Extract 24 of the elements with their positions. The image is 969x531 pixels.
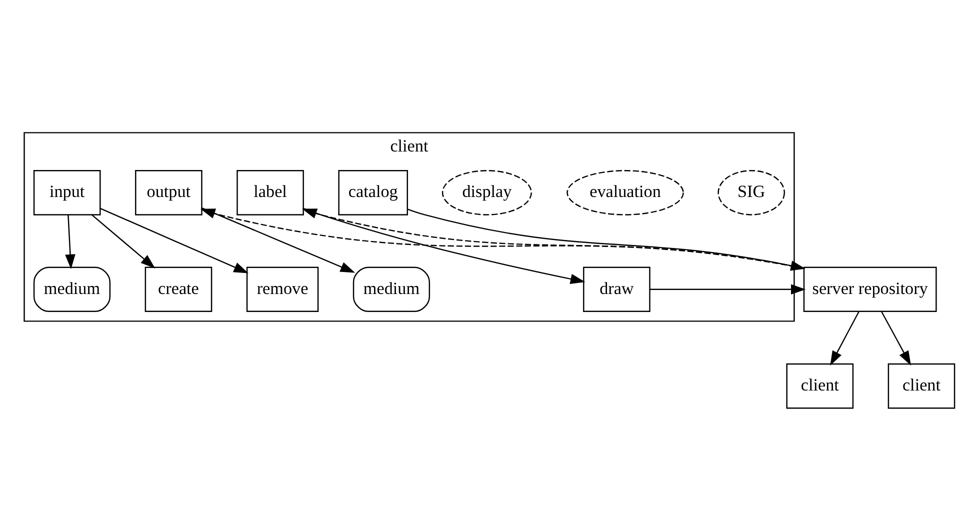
arrow [650,284,806,295]
node-ellipse: SIG [718,170,785,216]
node-box: client [786,363,854,409]
node-box: server repository [803,266,937,312]
arrow [91,214,156,268]
arrow [830,311,860,366]
node-box: draw [583,266,650,312]
node-box: create [144,266,212,312]
node-ellipse: evaluation [566,170,684,216]
arrow [65,214,76,270]
arrow [303,208,586,284]
node-box: output [135,170,202,216]
arrow [880,311,911,366]
node-box: label [236,170,304,216]
arrow [200,208,804,269]
arrow [202,207,356,273]
node-box: client [888,363,956,409]
node-box: input [33,170,101,216]
node-box: catalog [338,170,408,216]
node-ellipse: display [442,170,532,216]
node-box: medium [33,266,111,312]
node-box: remove [246,266,319,312]
arrow [100,208,248,274]
node-box: medium [352,266,430,312]
